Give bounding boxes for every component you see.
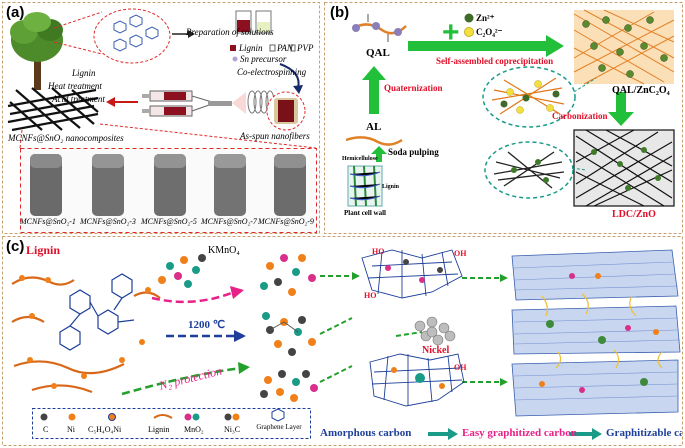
legend-ni3c: Ni₃C xyxy=(224,425,241,434)
legend-box xyxy=(32,408,311,439)
carbonization-arrow xyxy=(608,92,634,126)
ho-label-top: HO xyxy=(372,247,385,256)
legend-ni: Ni xyxy=(67,425,75,434)
panel-b-label: (b) xyxy=(330,4,350,21)
heat-treatment-text: Heat treatment xyxy=(48,81,102,91)
ldc-zno-text: LDC/ZnO xyxy=(612,209,656,220)
qal-znc2o4-text: QAL/ZnC₂O₄ xyxy=(612,85,670,96)
nickel-text: Nickel xyxy=(422,345,450,356)
lignin-title: Lignin xyxy=(26,243,61,257)
mno2-cluster xyxy=(158,254,206,288)
sample-label-1: MCNFs@SnO₂-1 xyxy=(20,217,76,226)
legend-pvp: PVP xyxy=(297,43,314,53)
ni-dots xyxy=(19,275,151,389)
legend-sn-precursor: Sn precursor xyxy=(240,54,287,64)
graphene-sheet-bottom xyxy=(369,353,465,407)
c2o4-text: C₂O₄²⁻ xyxy=(476,27,503,37)
carbonization-text: Carbonization xyxy=(552,111,608,121)
panel-b-graphic: + xyxy=(324,2,683,234)
ho-label-mid: HO xyxy=(364,291,377,300)
as-spun-text: As-spun nanofibers xyxy=(240,131,310,141)
amorphous-cluster-1 xyxy=(260,254,316,296)
ldc-zno-structure xyxy=(573,129,675,207)
legend-lignin: Lignin xyxy=(148,425,170,434)
plant-cell-wall-text: Plant cell wall xyxy=(344,209,386,217)
graphitizable-carbon-structure xyxy=(511,249,681,417)
lignin-small-text: Lignin xyxy=(382,184,400,190)
quaternization-text: Quaternization xyxy=(384,83,443,93)
oxalate-ion-icon xyxy=(464,27,474,37)
panel-c-label: (c) xyxy=(6,238,25,255)
coelectrospinning-text: Co-electrospinning xyxy=(237,67,307,77)
beaker-icon xyxy=(235,10,272,34)
zn-text: Zn²⁺ xyxy=(476,13,495,23)
qal-molecule xyxy=(352,14,407,42)
plant-cell-wall-icon xyxy=(347,165,383,207)
sample-photos xyxy=(30,154,306,216)
coprecipitation-arrow xyxy=(408,35,564,57)
easy-graphitized-text: Easy graphitized carbon xyxy=(462,427,577,439)
kmno4-text: KMnO₄ xyxy=(208,245,240,256)
lignin-text: Lignin xyxy=(72,68,96,78)
legend-c: C xyxy=(43,425,49,434)
sample-label-5: MCNFs@SnO₂-5 xyxy=(141,217,197,226)
oh-label-bottom: OH xyxy=(454,363,467,372)
panel-a-graphic xyxy=(2,2,320,234)
legend-c5h4o4ni: C₅H₄O₄Ni xyxy=(88,425,122,434)
al-text: AL xyxy=(366,121,382,133)
sample-label-7: MCNFs@SnO₂-7 xyxy=(201,217,257,226)
amorphous-cluster-2 xyxy=(262,312,316,356)
amorphous-cluster-3 xyxy=(260,370,318,402)
sample-label-3: MCNFs@SnO₂-3 xyxy=(80,217,136,226)
al-molecule xyxy=(345,136,403,146)
syringe-icon xyxy=(142,90,232,117)
temperature-text: 1200 ℃ xyxy=(188,319,226,331)
plus-icon: + xyxy=(442,16,460,49)
kmno4-arrow xyxy=(151,290,235,304)
oh-label-top: OH xyxy=(454,249,467,258)
hemicellulose-text: Hemicellulose xyxy=(342,156,378,162)
acid-treatment-text: Acid treatment xyxy=(52,94,105,104)
soda-pulping-text: Soda pulping xyxy=(388,147,439,157)
znc2o4-particles xyxy=(582,16,668,78)
zn-ion-icon xyxy=(464,13,474,23)
qal-text: QAL xyxy=(366,47,390,59)
legend-lignin: Lignin xyxy=(239,43,263,53)
n2-arrow xyxy=(121,366,243,396)
legend-graphene: Graphene Layer xyxy=(256,423,302,431)
panel-c: (c) Lignin KMnO₄ 1200 ℃ N₂ protection Ni… xyxy=(2,236,683,446)
panel-b: + xyxy=(324,2,683,234)
legend-pan: PAN xyxy=(277,43,293,53)
panel-c-graphic xyxy=(2,236,683,446)
qal-znc2o4-structure xyxy=(573,9,675,85)
panel-a: (a) Preparation of solutions Lignin PAN … xyxy=(2,2,320,234)
carbon-nanofiber-mat xyxy=(7,87,99,132)
mcnfs-nanocomposites-text: MCNFs@SnO₂ nanocomposites xyxy=(8,133,124,143)
coprecipitation-text: Self-assembled coprecipitation xyxy=(436,56,554,66)
sample-label-9: MCNFs@SnO₂-9 xyxy=(258,217,314,226)
graphene-sheet-top xyxy=(361,249,463,299)
lignin-structure-zoom xyxy=(93,8,171,64)
legend-mno2: MnO₂ xyxy=(184,425,204,434)
tree-icon xyxy=(10,12,63,90)
nickel-particles xyxy=(414,316,456,346)
graphitizable-carbon-text: Graphitizable carbon xyxy=(606,428,682,439)
quaternization-arrow xyxy=(362,66,386,114)
prep-solutions-text: Preparation of solutions xyxy=(186,27,274,37)
legend-symbols xyxy=(40,408,285,422)
lignin-molecule xyxy=(59,273,135,351)
panel-a-label: (a) xyxy=(6,4,25,21)
amorphous-carbon-text: Amorphous carbon xyxy=(320,427,412,439)
